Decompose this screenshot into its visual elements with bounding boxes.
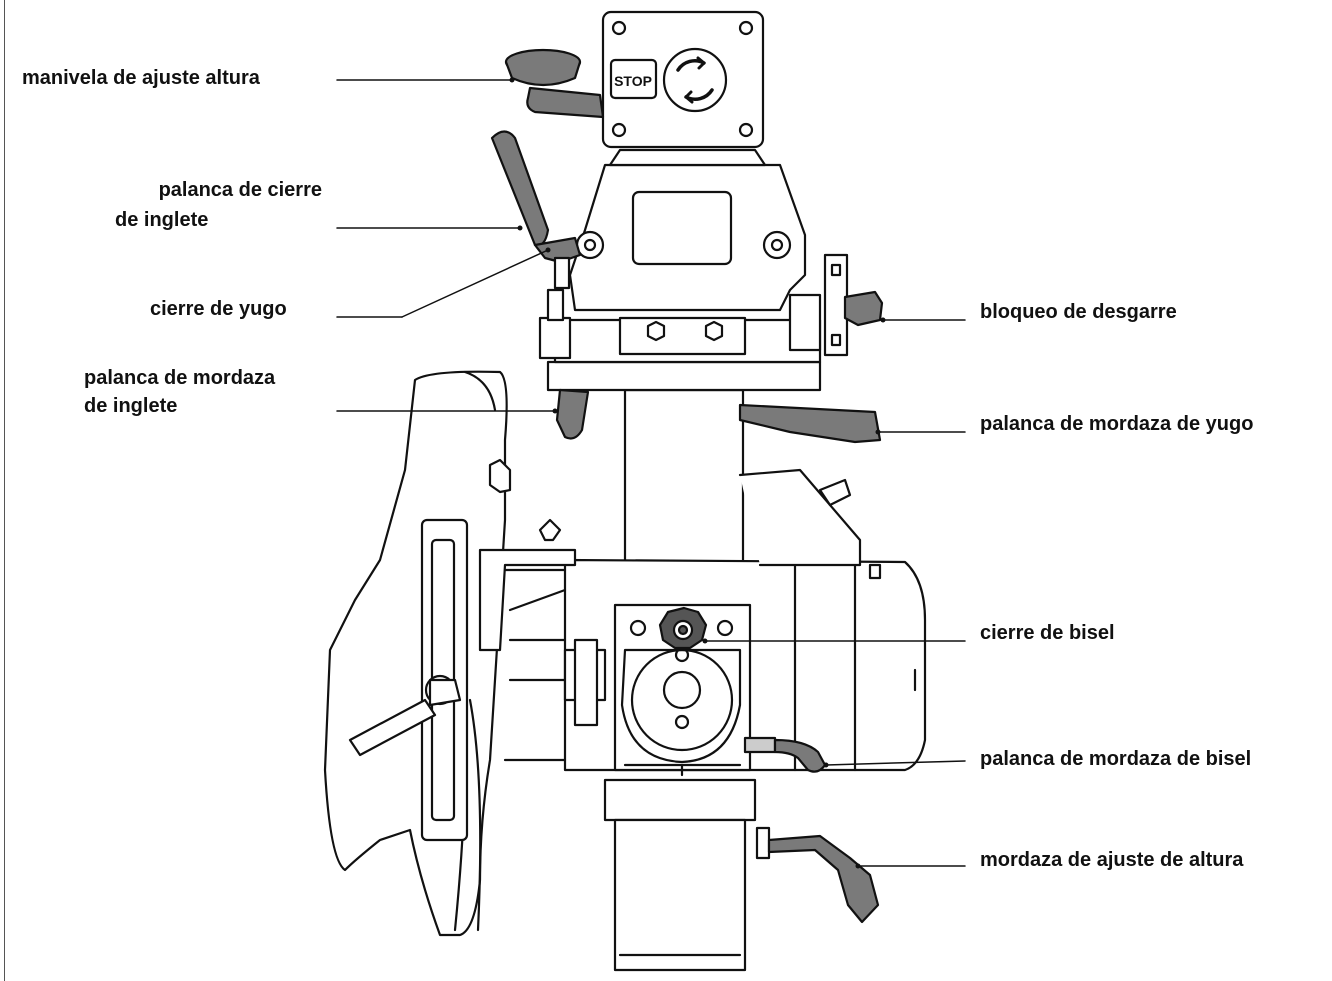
label-palanca-mordaza-bisel: palanca de mordaza de bisel [980,748,1252,770]
leader-palanca-mordaza-bisel [825,760,966,766]
label-palanca-mordaza-yugo: palanca de mordaza de yugo [980,413,1254,435]
yoke-clamp-lever [738,403,882,444]
label-bloqueo-desgarre: bloqueo de desgarre [980,301,1177,323]
arm-plate [546,360,822,392]
page-frame-line [4,0,5,981]
height-crank-handle [526,86,605,119]
label-cierre-bisel: cierre de bisel [980,622,1115,644]
base-tube-collar [603,778,757,822]
miter-clamp-lever [555,388,590,440]
height-clamp-handle [767,834,880,924]
label-palanca-mordaza-inglete-line1: palanca de mordaza [84,367,276,389]
label-palanca-cierre-line2: de inglete [115,209,209,231]
leader-lines [336,79,966,867]
rip-lock-knob [843,290,884,327]
label-palanca-cierre-line1: palanca de cierre [158,179,322,201]
label-manivela: manivela de ajuste altura [22,67,260,89]
stop-label: STOP [614,73,652,89]
label-palanca-mordaza-inglete-line2: de inglete [84,395,178,417]
guard-handle [348,698,437,757]
label-cierre-yugo: cierre de yugo [150,298,287,320]
label-mordaza-ajuste-altura: mordaza de ajuste de altura [980,849,1244,871]
bevel-disc [620,648,742,764]
rip-lock-bracket [823,253,849,357]
stop-button [609,58,658,100]
bevel-clamp-handle [773,738,827,773]
reset-ring [662,47,728,113]
base-tube [613,818,747,972]
